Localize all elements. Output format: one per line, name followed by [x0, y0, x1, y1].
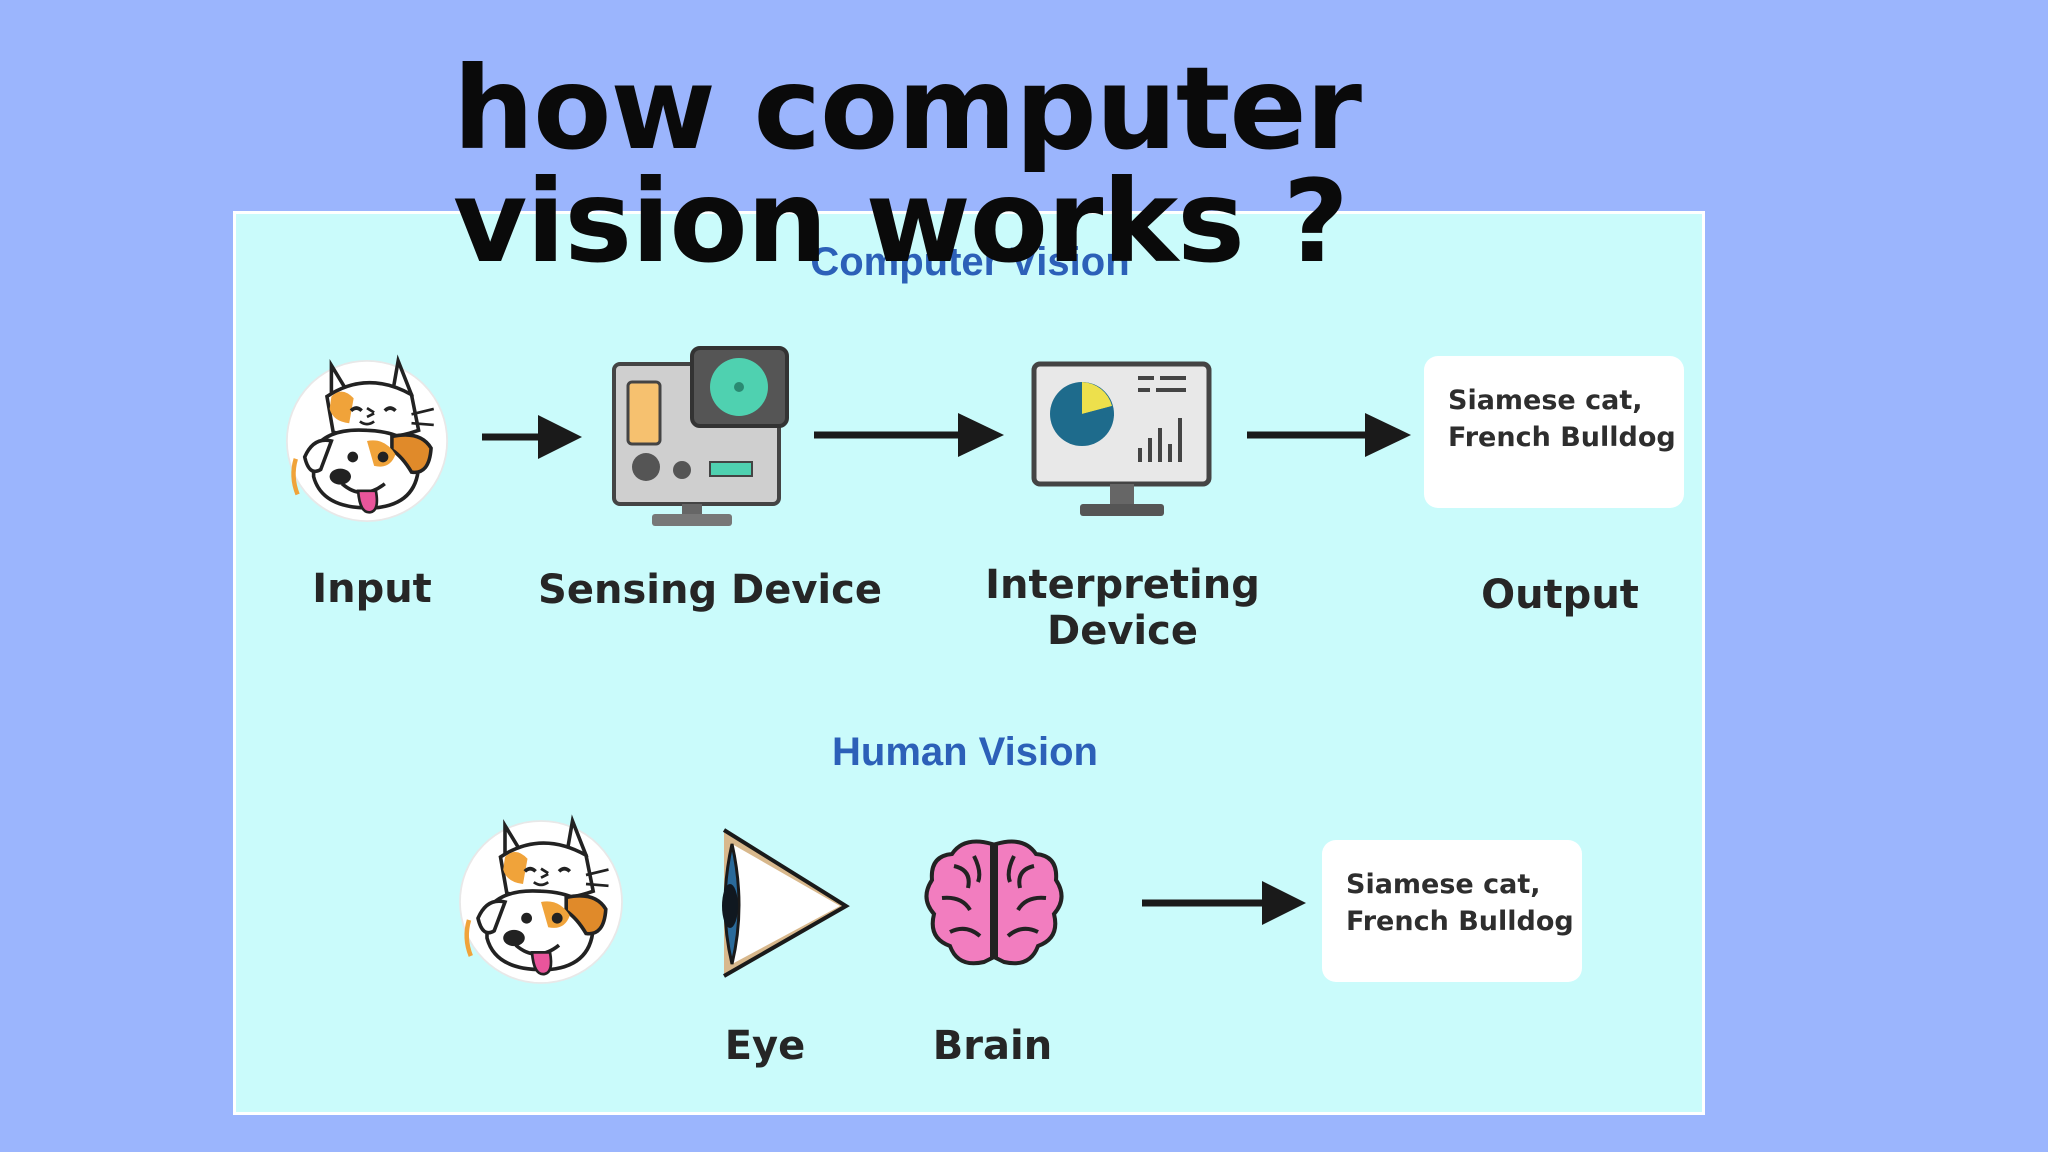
brain-label: Brain	[932, 1023, 1053, 1069]
interpreting-label-line-2: Device	[1047, 608, 1198, 654]
human-output-line-2: French Bulldog	[1346, 906, 1574, 937]
title-line-2: vision works ?	[453, 155, 1349, 288]
analytics-monitor-icon	[1031, 361, 1212, 516]
arrow-input-to-sensing	[482, 415, 582, 459]
human-output-box: Siamese cat, French Bulldog	[1322, 840, 1582, 982]
computer-vision-heading: Computer Vision	[810, 240, 1130, 284]
cat-dog-icon	[272, 352, 462, 530]
arrow-sensing-to-interpreting	[814, 413, 1004, 457]
brain-icon	[924, 839, 1064, 966]
human-output-line-1: Siamese cat,	[1346, 869, 1541, 900]
eye-label: Eye	[724, 1023, 806, 1069]
input-label: Input	[312, 566, 432, 612]
sensing-device-label: Sensing Device	[538, 567, 882, 613]
output-box: Siamese cat, French Bulldog	[1424, 356, 1684, 508]
human-vision-heading: Human Vision	[832, 730, 1098, 774]
interpreting-label-line-1: Interpreting	[985, 562, 1260, 608]
eye-icon	[722, 828, 850, 978]
title-line-1: how computer	[453, 42, 1362, 175]
interpreting-device-label: Interpreting Device	[960, 562, 1285, 654]
output-label: Output	[1481, 572, 1639, 618]
cat-dog-icon	[446, 812, 636, 992]
page-title: how computer vision works ?	[453, 42, 1453, 288]
arrow-brain-to-output	[1142, 881, 1306, 925]
output-line-2: French Bulldog	[1448, 422, 1676, 453]
output-line-1: Siamese cat,	[1448, 385, 1643, 416]
arrow-interpreting-to-output	[1247, 413, 1411, 457]
camera-computer-icon	[612, 346, 789, 526]
